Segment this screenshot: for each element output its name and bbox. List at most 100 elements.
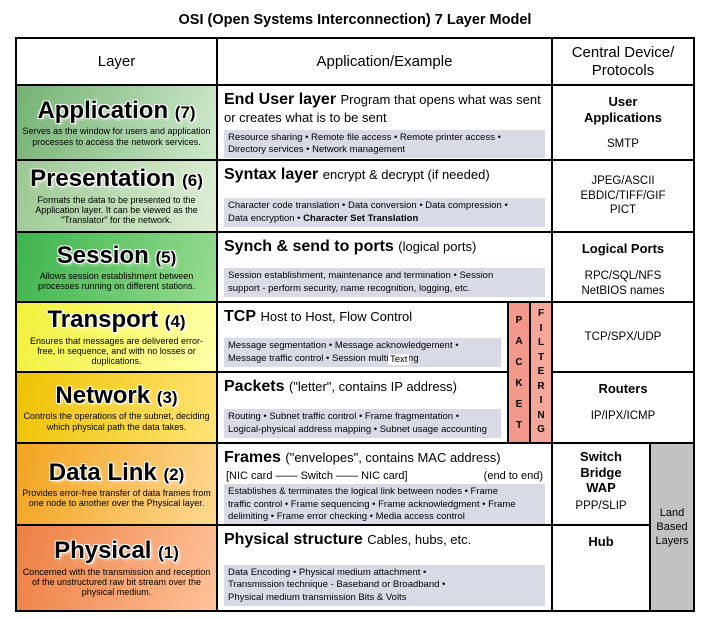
- example-details-physical: Data Encoding • Physical medium attachme…: [224, 564, 545, 606]
- example-subtitle: Cables, hubs, etc.: [367, 532, 472, 547]
- protocols-network: IP/IPX/ICMP: [590, 409, 656, 422]
- osi-model-table: Layer Application/Example Central Device…: [15, 37, 695, 612]
- layer-number: (1): [158, 543, 179, 563]
- layer-title: Network: [55, 382, 151, 410]
- central-cell-session: Logical Ports RPC/SQL/NFS NetBIOS names: [553, 233, 693, 301]
- example-title-session: Synch & send to ports (logical ports): [224, 238, 545, 256]
- protocols-data-link: PPP/SLIP: [575, 499, 627, 512]
- end-to-end-note: (end to end): [483, 470, 543, 483]
- example-title-bold: Packets: [224, 378, 285, 395]
- example-cell-network: Packets ("letter", contains IP address) …: [218, 373, 507, 442]
- central-cell-application: User Applications SMTP: [553, 86, 693, 159]
- example-title-bold: Frames: [224, 449, 281, 466]
- layer-title: Presentation: [30, 165, 176, 193]
- layer-title: Session: [56, 241, 149, 269]
- land-based-layers-box: Land Based Layers: [651, 444, 693, 610]
- layer-description-transport: Ensures that messages are delivered erro…: [29, 335, 204, 367]
- nic-card-line: [NIC card —— Switch —— NIC card] (end to …: [226, 470, 543, 482]
- example-cell-application: End User layer Program that opens what w…: [218, 86, 551, 159]
- device-label-physical: Hub: [588, 534, 614, 549]
- header-central-device-protocols: Central Device/ Protocols: [553, 39, 693, 84]
- layer-name-application: Application (7): [37, 98, 195, 123]
- layer-name-physical: Physical (1): [54, 538, 179, 563]
- example-subtitle: Host to Host, Flow Control: [260, 309, 413, 324]
- layer-name-data-link: Data Link (2): [48, 458, 185, 486]
- example-details-network: Routing • Subnet traffic control • Frame…: [224, 409, 501, 438]
- layer-cell-physical: Physical (1) Concerned with the transmis…: [17, 526, 216, 610]
- packet-column-label: P A C K E T: [509, 303, 529, 442]
- example-title-presentation: Syntax layer encrypt & decrypt (if neede…: [224, 166, 545, 184]
- example-title-bold: Synch & send to ports: [224, 238, 394, 255]
- example-title-bold: Syntax layer: [224, 166, 319, 183]
- layer-cell-session: Session (5) Allows session establishment…: [17, 233, 216, 301]
- example-cell-physical: Physical structure Cables, hubs, etc. Da…: [218, 526, 551, 610]
- central-cell-data-link: Switch Bridge WAP PPP/SLIP: [553, 444, 649, 524]
- protocols-session: RPC/SQL/NFS NetBIOS names: [581, 269, 665, 297]
- example-title-network: Packets ("letter", contains IP address): [224, 378, 501, 396]
- device-label-application: User Applications: [583, 94, 662, 125]
- example-subtitle: Program that opens what was sent or crea…: [224, 92, 541, 126]
- example-subtitle: encrypt & decrypt (if needed): [322, 167, 490, 182]
- example-title-transport: TCP Host to Host, Flow Control: [224, 308, 501, 326]
- layer-title: Transport: [47, 306, 159, 334]
- details-bold-text: Character Set Translation: [303, 212, 419, 224]
- example-title-bold: End User layer: [224, 91, 337, 108]
- layer-number: (6): [182, 171, 203, 191]
- protocols-application: SMTP: [607, 138, 639, 151]
- example-details-data-link: Establishes & terminates the logical lin…: [224, 484, 545, 524]
- device-label-network: Routers: [598, 381, 648, 396]
- layer-number: (5): [155, 247, 177, 267]
- example-cell-presentation: Syntax layer encrypt & decrypt (if neede…: [218, 161, 551, 231]
- central-cell-presentation: JPEG/ASCII EBDIC/TIFF/GIF PICT: [553, 161, 693, 231]
- layer-number: (2): [163, 464, 185, 484]
- central-cell-network: Routers IP/IPX/ICMP: [553, 373, 693, 442]
- example-title-bold: Physical structure: [224, 531, 363, 548]
- details-text: Character code translation • Data conver…: [228, 200, 508, 224]
- layer-cell-network: Network (3) Controls the operations of t…: [17, 373, 216, 442]
- layer-cell-data-link: Data Link (2) Provides error-free transf…: [17, 444, 216, 524]
- example-cell-transport: TCP Host to Host, Flow Control Message s…: [218, 303, 507, 371]
- example-details-application: Resource sharing • Remote file access • …: [224, 129, 545, 159]
- layer-description-application: Serves as the window for users and appli…: [22, 126, 211, 147]
- layer-name-session: Session (5): [56, 241, 177, 269]
- example-subtitle: ("letter", contains IP address): [288, 379, 457, 394]
- layer-number: (3): [156, 388, 178, 408]
- header-application-example: Application/Example: [218, 39, 551, 84]
- page-title: OSI (Open Systems Interconnection) 7 Lay…: [178, 12, 532, 28]
- device-label-data-link: Switch Bridge WAP: [580, 449, 622, 496]
- example-title-physical: Physical structure Cables, hubs, etc.: [224, 531, 545, 549]
- layer-cell-presentation: Presentation (6) Formats the data to be …: [17, 161, 216, 231]
- example-subtitle: ("envelopes", contains MAC address): [285, 450, 501, 465]
- layer-title: Data Link: [48, 458, 157, 486]
- protocols-transport: TCP/SPX/UDP: [584, 330, 662, 343]
- layer-name-network: Network (3): [55, 383, 177, 408]
- layer-description-network: Controls the operations of the subnet, d…: [23, 411, 210, 432]
- layer-number: (7): [174, 103, 196, 123]
- layer-description-presentation: Formats the data to be presented to the …: [35, 194, 198, 226]
- example-subtitle: (logical ports): [398, 239, 477, 254]
- example-details-session: Session establishment, maintenance and t…: [224, 268, 545, 297]
- layer-description-data-link: Provides error-free transfer of data fra…: [22, 487, 211, 509]
- layer-name-transport: Transport (4): [47, 307, 185, 332]
- layer-title: Physical: [54, 537, 152, 565]
- text-overlay-label: Text: [388, 354, 410, 365]
- layer-cell-transport: Transport (4) Ensures that messages are …: [17, 303, 216, 371]
- header-layer: Layer: [17, 39, 216, 84]
- example-title-data-link: Frames ("envelopes", contains MAC addres…: [224, 449, 545, 467]
- example-title-bold: TCP: [224, 308, 256, 325]
- layer-name-presentation: Presentation (6): [30, 166, 203, 191]
- nic-card-path: [NIC card —— Switch —— NIC card]: [226, 470, 408, 483]
- layer-description-physical: Concerned with the transmission and rece…: [22, 566, 211, 598]
- example-details-presentation: Character code translation • Data conver…: [224, 198, 545, 227]
- device-label-session: Logical Ports: [581, 241, 665, 256]
- example-title-application: End User layer Program that opens what w…: [224, 91, 545, 128]
- layer-cell-application: Application (7) Serves as the window for…: [17, 86, 216, 159]
- filtering-column-label: F I L T E R I N G: [531, 303, 551, 442]
- layer-description-session: Allows session establishment between pro…: [38, 270, 195, 292]
- central-cell-transport: TCP/SPX/UDP: [553, 303, 693, 371]
- layer-title: Application: [37, 97, 169, 125]
- central-cell-physical: Hub: [553, 526, 649, 610]
- example-cell-session: Synch & send to ports (logical ports) Se…: [218, 233, 551, 301]
- layer-number: (4): [164, 312, 186, 332]
